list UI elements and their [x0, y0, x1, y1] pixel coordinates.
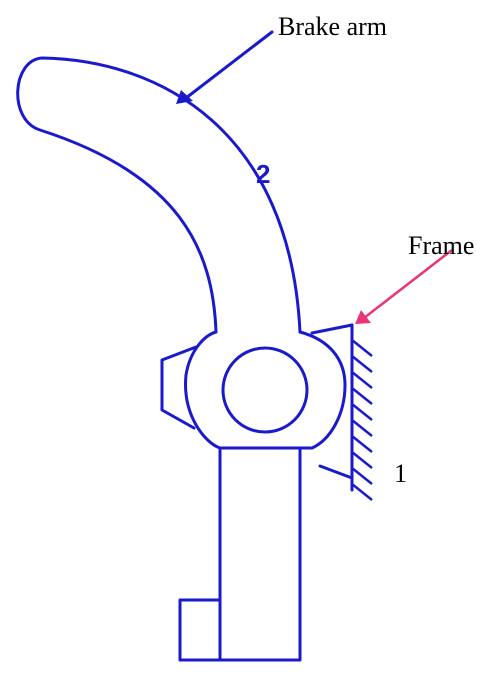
- hatch-line: [351, 483, 373, 501]
- hatch-line: [351, 339, 373, 357]
- hatch-line: [351, 371, 373, 389]
- left-lug: [160, 345, 198, 430]
- hatch-line: [351, 451, 373, 469]
- foot-block: [178, 598, 222, 662]
- hatch-line: [351, 419, 373, 437]
- brake-arm-arrow-line: [184, 30, 274, 100]
- part-2-label: 2: [256, 159, 270, 189]
- frame-arrow: [355, 249, 453, 324]
- frame-arrow-line: [363, 249, 453, 319]
- hatch-line: [351, 355, 373, 373]
- frame-ground: [350, 323, 373, 501]
- frame-label: Frame: [408, 231, 474, 260]
- hatch-line: [351, 403, 373, 421]
- brake-arm-arrow: [176, 30, 274, 104]
- brake-arm-part: [16, 56, 354, 662]
- brake-arm-arrowhead: [176, 90, 193, 104]
- hub-ring: [184, 330, 347, 450]
- hatch-line: [351, 467, 373, 485]
- hatch-line: [351, 387, 373, 405]
- brake-arm-label: Brake arm: [278, 12, 387, 41]
- part-1-label: 1: [394, 459, 407, 488]
- pivot-pin: [221, 346, 309, 434]
- frame-arrowhead: [355, 310, 371, 324]
- hatch-line: [351, 435, 373, 453]
- lower-stem: [218, 446, 302, 662]
- curved-arm-outline: [16, 56, 302, 334]
- ground-hatching: [351, 339, 373, 501]
